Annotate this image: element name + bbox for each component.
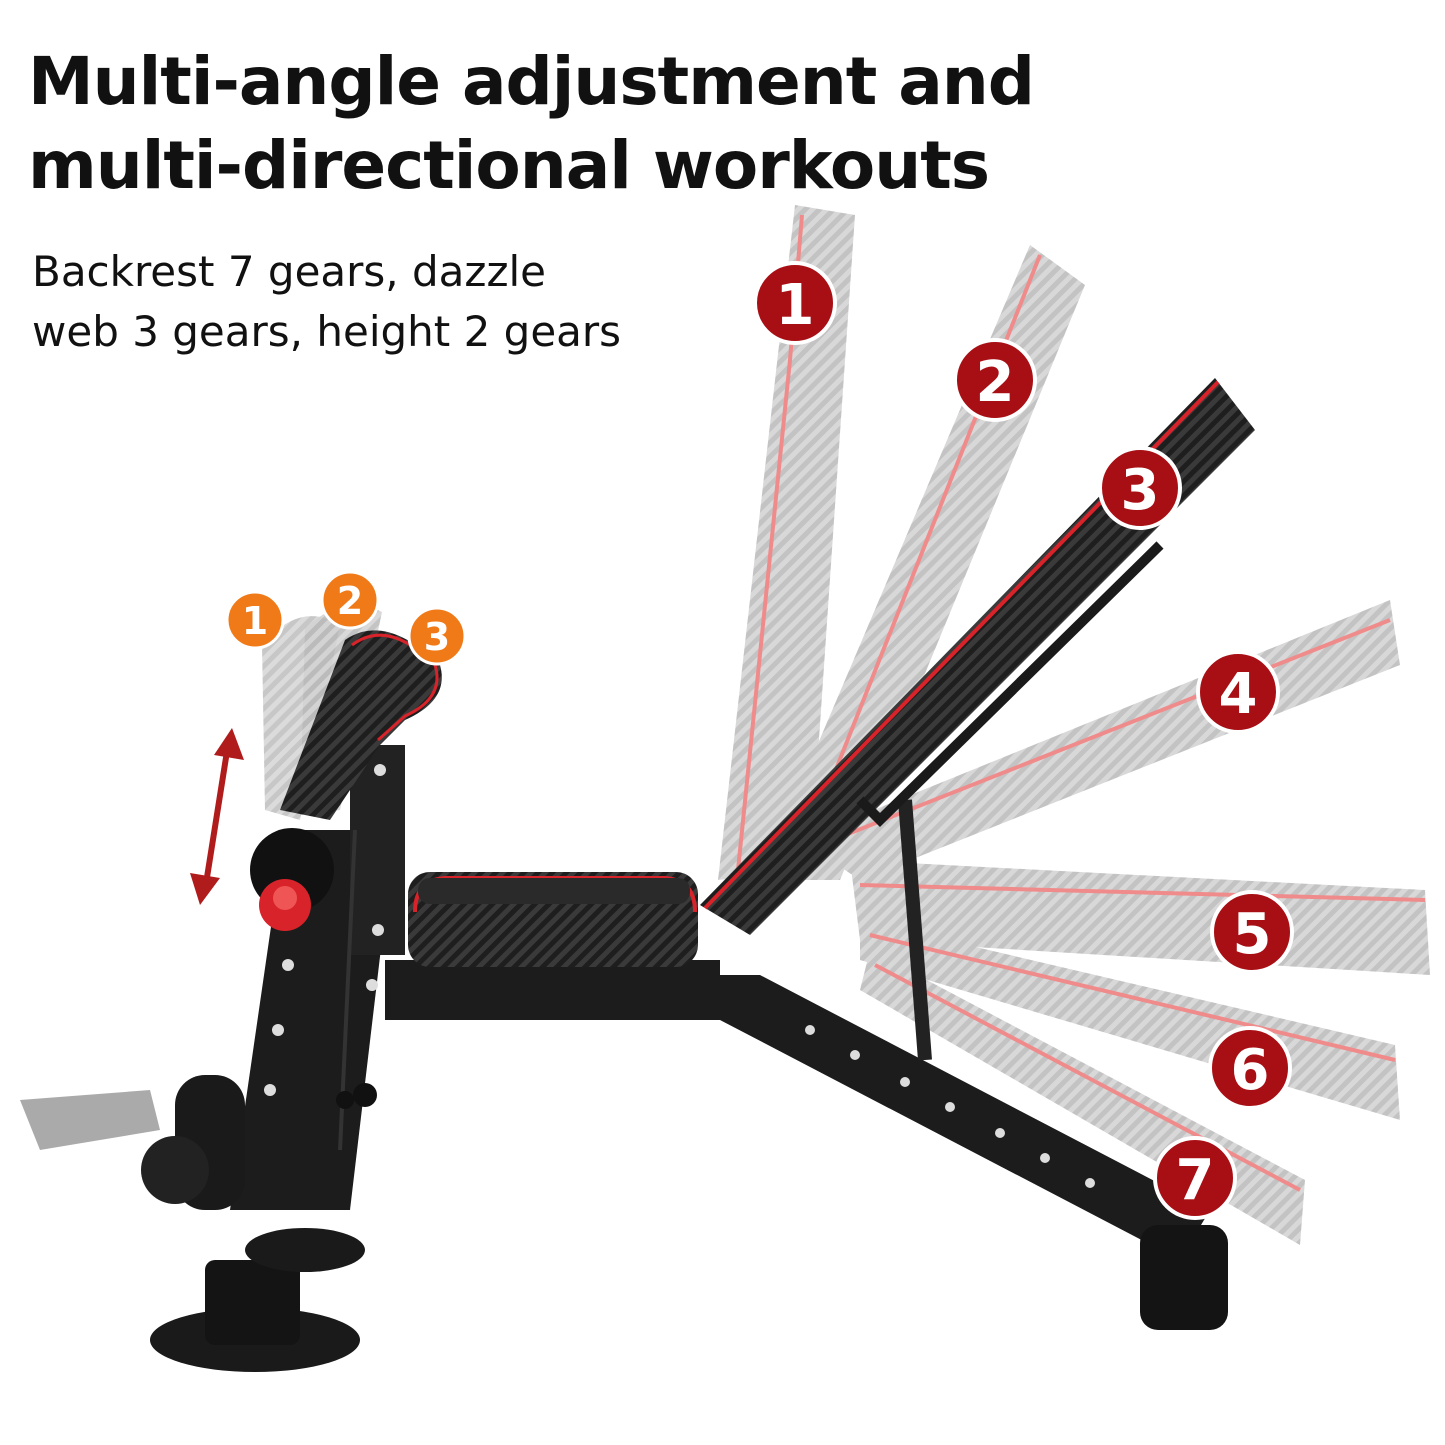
backrest-gear-badges: 1 2 3 4 5 6 7 bbox=[753, 261, 1294, 1220]
headline-line-1: Multi-angle adjustment and bbox=[28, 43, 1035, 120]
backrest-gear-badge-3: 3 bbox=[1098, 446, 1182, 530]
headline: Multi-angle adjustment and multi-directi… bbox=[28, 40, 1035, 208]
subtitle-line-2: web 3 gears, height 2 gears bbox=[32, 307, 622, 356]
backrest-gear-label-2: 2 bbox=[976, 350, 1015, 415]
subtitle-line-1: Backrest 7 gears, dazzle bbox=[32, 247, 547, 296]
backrest-gear-label-6: 6 bbox=[1231, 1038, 1270, 1103]
subtitle: Backrest 7 gears, dazzle web 3 gears, he… bbox=[32, 242, 621, 362]
leg-post bbox=[230, 745, 405, 1210]
leg-gear-badge-3: 3 bbox=[407, 606, 467, 666]
backrest-gear-badge-1: 1 bbox=[753, 261, 837, 345]
leg-gear-badge-2: 2 bbox=[320, 570, 380, 630]
leg-gear-badge-1: 1 bbox=[225, 590, 285, 650]
leg-gear-label-3: 3 bbox=[424, 615, 450, 659]
bench-feet bbox=[20, 1075, 365, 1372]
leg-roller-pad bbox=[262, 604, 442, 820]
leg-gear-label-2: 2 bbox=[337, 579, 363, 623]
backrest-gear-label-5: 5 bbox=[1233, 902, 1272, 967]
backrest-gear-badge-7: 7 bbox=[1153, 1136, 1237, 1220]
backrest-ghost-positions bbox=[718, 205, 1430, 1245]
backrest-gear-badge-6: 6 bbox=[1208, 1026, 1292, 1110]
bench-frame bbox=[385, 799, 1228, 1330]
headline-line-2: multi-directional workouts bbox=[28, 127, 990, 204]
backrest-gear-label-7: 7 bbox=[1176, 1148, 1215, 1213]
seat-pad bbox=[408, 872, 698, 967]
backrest-gear-badge-4: 4 bbox=[1196, 650, 1280, 734]
height-adjust-arrow bbox=[190, 728, 244, 905]
leg-gear-badges: 1 2 3 bbox=[225, 570, 467, 666]
backrest-gear-label-4: 4 bbox=[1219, 662, 1258, 727]
backrest-gear-badge-2: 2 bbox=[953, 338, 1037, 422]
backrest-gear-label-1: 1 bbox=[776, 273, 815, 338]
leg-gear-label-1: 1 bbox=[242, 599, 268, 643]
backrest-gear-label-3: 3 bbox=[1121, 458, 1160, 523]
backrest-gear-badge-5: 5 bbox=[1210, 890, 1294, 974]
